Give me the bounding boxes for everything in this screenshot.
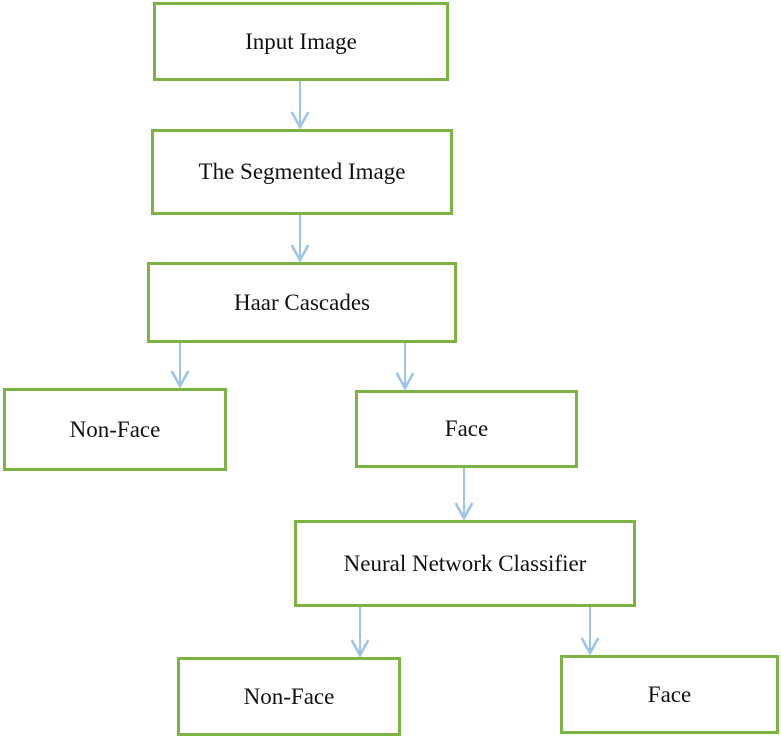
input-image-label: Input Image: [245, 28, 357, 54]
neural-network-classifier-box: Neural Network Classifier: [294, 520, 636, 607]
non-face-label-1: Non-Face: [69, 416, 161, 442]
face-label-1: Face: [444, 416, 489, 441]
segmented-image-box: The Segmented Image: [151, 129, 453, 215]
segmented-image-label: The Segmented Image: [198, 159, 406, 184]
face-label-2: Face: [647, 681, 692, 707]
input-image-box: Input Image: [153, 2, 449, 81]
haar-cascades-box: Haar Cascades: [147, 262, 457, 343]
face-box-2: Face: [560, 655, 779, 734]
non-face-label-2: Non-Face: [243, 683, 335, 709]
neural-network-classifier-label: Neural Network Classifier: [343, 550, 587, 576]
non-face-box-1: Non-Face: [3, 388, 227, 471]
face-box-1: Face: [355, 390, 578, 468]
haar-cascades-label: Haar Cascades: [233, 289, 370, 315]
non-face-box-2: Non-Face: [177, 657, 401, 736]
